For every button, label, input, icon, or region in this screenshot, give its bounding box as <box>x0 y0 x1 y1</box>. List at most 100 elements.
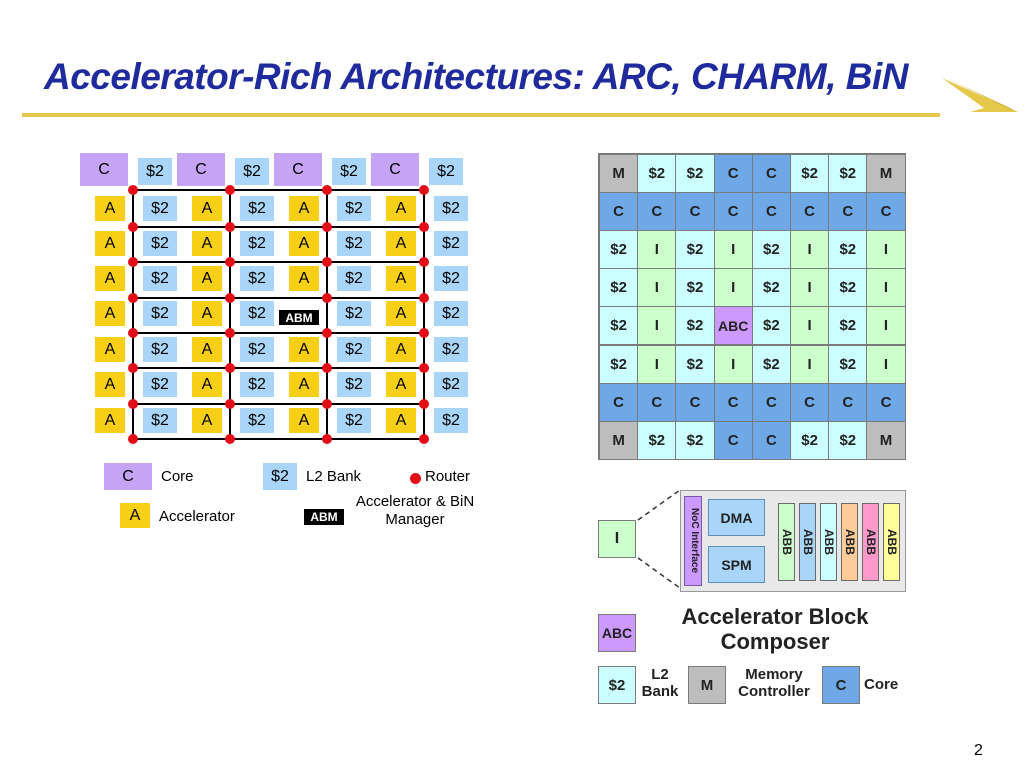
charm-cell: $2 <box>675 306 715 346</box>
router-node <box>322 399 332 409</box>
router-node <box>225 328 235 338</box>
accelerator-tile: A <box>192 266 222 291</box>
router-node <box>322 257 332 267</box>
core-tile: C <box>80 153 128 186</box>
router-node <box>322 363 332 373</box>
l2-bank-tile: $2 <box>337 266 371 291</box>
charm-cell: $2 <box>599 268 639 308</box>
legend-mem-label: Memory Controller <box>738 666 810 701</box>
l2-bank-tile: $2 <box>337 408 371 433</box>
charm-cell: I <box>713 344 753 384</box>
charm-cell: C <box>713 420 753 460</box>
router-node <box>419 328 429 338</box>
l2-bank-tile: $2 <box>434 301 468 326</box>
charm-cell: I <box>790 230 830 270</box>
router-node <box>225 293 235 303</box>
accelerator-tile: A <box>386 231 416 256</box>
accelerator-tile: A <box>289 408 319 433</box>
accelerator-tile: A <box>95 408 125 433</box>
charm-cell: C <box>713 154 753 194</box>
l2-bank-tile: $2 <box>332 158 366 185</box>
zoom-island-tile: I <box>598 520 636 558</box>
charm-cell: C <box>828 382 868 422</box>
router-node <box>225 222 235 232</box>
accelerator-tile: A <box>192 337 222 362</box>
charm-cell: $2 <box>675 344 715 384</box>
legend-mem-swatch: M <box>688 666 726 704</box>
l2-bank-tile: $2 <box>143 196 177 221</box>
accelerator-tile: A <box>192 196 222 221</box>
charm-cell: I <box>866 230 906 270</box>
legend-charm-core-swatch: C <box>822 666 860 704</box>
dma-block: DMA <box>708 499 765 536</box>
abb-block: ABB <box>799 503 816 581</box>
router-node <box>419 399 429 409</box>
legend-charm-l2-swatch: $2 <box>598 666 636 704</box>
accelerator-tile: A <box>95 372 125 397</box>
l2-bank-tile: $2 <box>337 337 371 362</box>
router-node <box>225 185 235 195</box>
legend-core-swatch: C <box>104 463 152 490</box>
abb-block: ABB <box>820 503 837 581</box>
router-node <box>128 222 138 232</box>
router-node <box>225 257 235 267</box>
l2-bank-tile: $2 <box>235 158 269 185</box>
abm-tile: ABM <box>279 310 319 325</box>
router-node <box>128 185 138 195</box>
charm-cell: $2 <box>828 306 868 346</box>
charm-cell: C <box>790 382 830 422</box>
router-node <box>419 293 429 303</box>
l2-bank-tile: $2 <box>138 158 172 185</box>
charm-cell: $2 <box>599 230 639 270</box>
accelerator-tile: A <box>386 337 416 362</box>
accelerator-tile: A <box>95 266 125 291</box>
accelerator-tile: A <box>386 408 416 433</box>
legend-core-label: Core <box>161 468 194 485</box>
legend-core-symbol: C <box>122 467 134 485</box>
charm-cell: I <box>637 268 677 308</box>
charm-cell: I <box>866 344 906 384</box>
charm-cell: C <box>713 382 753 422</box>
legend-router-label: Router <box>425 468 471 485</box>
abb-block: ABB <box>841 503 858 581</box>
l2-bank-tile: $2 <box>143 266 177 291</box>
charm-cell: I <box>790 268 830 308</box>
charm-cell: C <box>866 192 906 232</box>
dma-label: DMA <box>720 509 753 526</box>
l2-bank-tile: $2 <box>434 266 468 291</box>
charm-cell: $2 <box>675 154 715 194</box>
charm-cell: $2 <box>751 344 791 384</box>
charm-cell: C <box>675 192 715 232</box>
corner-arrow-icon <box>942 76 1018 112</box>
charm-cell: C <box>751 192 791 232</box>
abb-block: ABB <box>883 503 900 581</box>
charm-cell: $2 <box>599 344 639 384</box>
charm-cell: $2 <box>675 420 715 460</box>
charm-cell: $2 <box>790 420 830 460</box>
noc-interface-block: NoC Interface <box>684 496 702 586</box>
charm-cell: I <box>637 344 677 384</box>
l2-bank-tile: $2 <box>337 196 371 221</box>
l2-bank-tile: $2 <box>240 337 274 362</box>
accelerator-tile: A <box>289 231 319 256</box>
legend-accel-swatch: A <box>120 503 150 528</box>
router-node <box>419 257 429 267</box>
router-node <box>322 293 332 303</box>
charm-cell: $2 <box>828 344 868 384</box>
l2-bank-tile: $2 <box>240 196 274 221</box>
router-node <box>128 293 138 303</box>
router-node <box>322 185 332 195</box>
legend-l2-symbol: $2 <box>271 467 289 485</box>
charm-cell: $2 <box>790 154 830 194</box>
accelerator-tile: A <box>289 266 319 291</box>
l2-bank-tile: $2 <box>143 337 177 362</box>
router-node <box>225 399 235 409</box>
charm-cell: $2 <box>828 230 868 270</box>
l2-bank-tile: $2 <box>143 408 177 433</box>
router-node <box>322 328 332 338</box>
accelerator-tile: A <box>386 266 416 291</box>
l2-bank-tile: $2 <box>143 372 177 397</box>
router-node <box>419 185 429 195</box>
l2-bank-tile: $2 <box>337 301 371 326</box>
